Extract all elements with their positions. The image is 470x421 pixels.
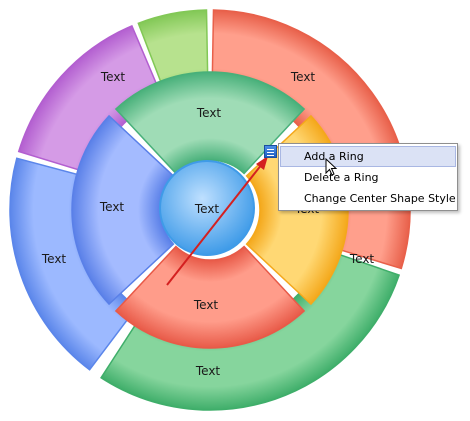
inner-segment-label: Text xyxy=(193,298,219,312)
mouse-cursor-icon xyxy=(325,158,338,176)
segment-labels: Text Text Text Text Text Text Text Text … xyxy=(41,70,375,378)
inner-ring-segment[interactable] xyxy=(114,245,306,349)
outer-segment-label: Text xyxy=(195,364,221,378)
menu-icon[interactable] xyxy=(264,145,277,158)
center-circle[interactable] xyxy=(159,160,255,256)
arrow-head xyxy=(256,156,268,170)
outer-segment-label: Text xyxy=(41,252,67,266)
outer-segment-label: Text xyxy=(349,252,375,266)
inner-segment-label: Text xyxy=(99,200,125,214)
menu-item-add-ring[interactable]: Add a Ring xyxy=(280,146,456,167)
connector-arrow[interactable] xyxy=(166,156,268,286)
center-shape[interactable] xyxy=(159,160,255,256)
menu-item-delete-ring[interactable]: Delete a Ring xyxy=(304,171,379,184)
context-menu: Add a Ring Delete a Ring Change Center S… xyxy=(278,143,458,211)
outer-segment-label: Text xyxy=(290,70,316,84)
inner-segment-label: Text xyxy=(196,106,222,120)
outer-segment-label: Text xyxy=(100,70,126,84)
arrow-line[interactable] xyxy=(166,163,263,286)
center-label: Text xyxy=(194,202,220,216)
menu-item-change-center-style[interactable]: Change Center Shape Style xyxy=(304,192,456,205)
